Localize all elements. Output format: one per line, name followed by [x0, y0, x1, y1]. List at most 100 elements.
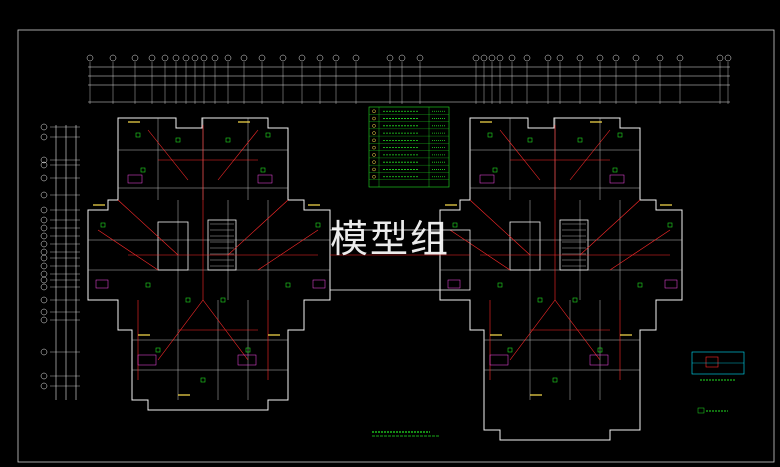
axis-bubble-icon — [109, 54, 117, 62]
axis-bubble-icon — [40, 248, 48, 256]
axis-bubble-icon — [298, 54, 306, 62]
legend-symbol-icon — [372, 138, 376, 143]
fixture-icon — [245, 347, 251, 353]
circuit-wire — [609, 229, 671, 271]
fixture-icon — [552, 377, 558, 383]
axis-bubble-icon — [200, 54, 208, 62]
axis-bubble-icon — [612, 54, 620, 62]
axis-bubble-icon — [632, 54, 640, 62]
fixture-icon — [175, 137, 181, 143]
exterior-wall — [87, 117, 331, 411]
axis-bubble-icon — [86, 54, 94, 62]
axis-bubble-icon — [40, 240, 48, 248]
axis-bubble-icon — [40, 254, 48, 262]
axis-bubble-icon — [40, 283, 48, 291]
fixture-icon — [220, 297, 226, 303]
axis-bubble-icon — [40, 174, 48, 182]
axis-bubble-icon — [40, 161, 48, 169]
detail-symbol-icon — [697, 407, 705, 414]
fixture-icon — [497, 282, 503, 288]
axis-bubble-icon — [40, 270, 48, 278]
furniture-outline — [664, 279, 678, 289]
fixture-icon — [155, 347, 161, 353]
fixture-icon — [100, 222, 106, 228]
axis-bubble-icon — [40, 206, 48, 214]
furniture-outline — [489, 354, 509, 366]
axis-bubble-icon — [40, 382, 48, 390]
detail-component — [705, 356, 719, 368]
fixture-icon — [452, 222, 458, 228]
axis-bubble-icon — [40, 133, 48, 141]
circuit-wire — [579, 199, 641, 256]
axis-bubble-icon — [40, 348, 48, 356]
axis-bubble-icon — [40, 262, 48, 270]
detail-diagram — [691, 351, 745, 414]
legend-symbol-icon — [372, 174, 376, 179]
axis-bubble-icon — [240, 54, 248, 62]
fixture-icon — [507, 347, 513, 353]
axis-bubble-icon — [398, 54, 406, 62]
axis-bubble-icon — [279, 54, 287, 62]
fixture-icon — [225, 137, 231, 143]
building-right — [439, 117, 683, 441]
circuit-wire — [97, 229, 159, 271]
axis-bubble-icon — [416, 54, 424, 62]
axis-bubble-icon — [40, 191, 48, 199]
axis-bubble-icon — [576, 54, 584, 62]
building-left — [87, 117, 331, 411]
fixture-icon — [487, 132, 493, 138]
fixture-icon — [577, 137, 583, 143]
circuit-wire — [469, 199, 531, 256]
axis-bubble-icon — [40, 232, 48, 240]
fixture-icon — [537, 297, 543, 303]
furniture-outline — [95, 279, 109, 289]
axis-bubble-icon — [716, 54, 724, 62]
legend-symbol-icon — [372, 167, 376, 172]
elevator-core — [509, 221, 541, 271]
fixture-icon — [667, 222, 673, 228]
legend-symbol-icon — [372, 124, 376, 128]
fixture-icon — [612, 167, 618, 173]
axis-bubble-icon — [40, 156, 48, 164]
furniture-outline — [479, 174, 495, 184]
axis-bubble-icon — [544, 54, 552, 62]
circuit-wire — [202, 299, 249, 361]
furniture-outline — [447, 279, 461, 289]
circuit-wire — [499, 129, 541, 181]
furniture-outline — [127, 174, 143, 184]
axis-bubble-icon — [508, 54, 516, 62]
fixture-icon — [200, 377, 206, 383]
axis-bubble-icon — [480, 54, 488, 62]
circuit-wire — [509, 299, 556, 361]
axis-bubble-icon — [496, 54, 504, 62]
axis-bubble-icon — [40, 276, 48, 284]
axis-bubble-icon — [386, 54, 394, 62]
furniture-outline — [609, 174, 625, 184]
fixture-icon — [597, 347, 603, 353]
fixture-icon — [527, 137, 533, 143]
axis-bubble-icon — [332, 54, 340, 62]
legend-border — [368, 106, 450, 188]
furniture-outline — [237, 354, 257, 366]
circuit-wire — [217, 129, 259, 181]
axis-bubble-icon — [556, 54, 564, 62]
elevator-core — [157, 221, 189, 271]
furniture-outline — [589, 354, 609, 366]
axis-bubble-icon — [258, 54, 266, 62]
axis-bubble-icon — [724, 54, 732, 62]
axis-bubble-icon — [40, 296, 48, 304]
axis-bubble-icon — [40, 216, 48, 224]
circuit-wire — [147, 129, 189, 181]
connecting-wing — [329, 229, 471, 291]
circuit-wire — [554, 299, 601, 361]
circuit-wire — [227, 199, 289, 256]
axis-bubble-icon — [40, 372, 48, 380]
circuit-wire — [157, 299, 204, 361]
fixture-icon — [617, 132, 623, 138]
axis-bubble-icon — [523, 54, 531, 62]
fixture-icon — [185, 297, 191, 303]
axis-bubble-icon — [472, 54, 480, 62]
furniture-outline — [312, 279, 326, 289]
fixture-icon — [572, 297, 578, 303]
